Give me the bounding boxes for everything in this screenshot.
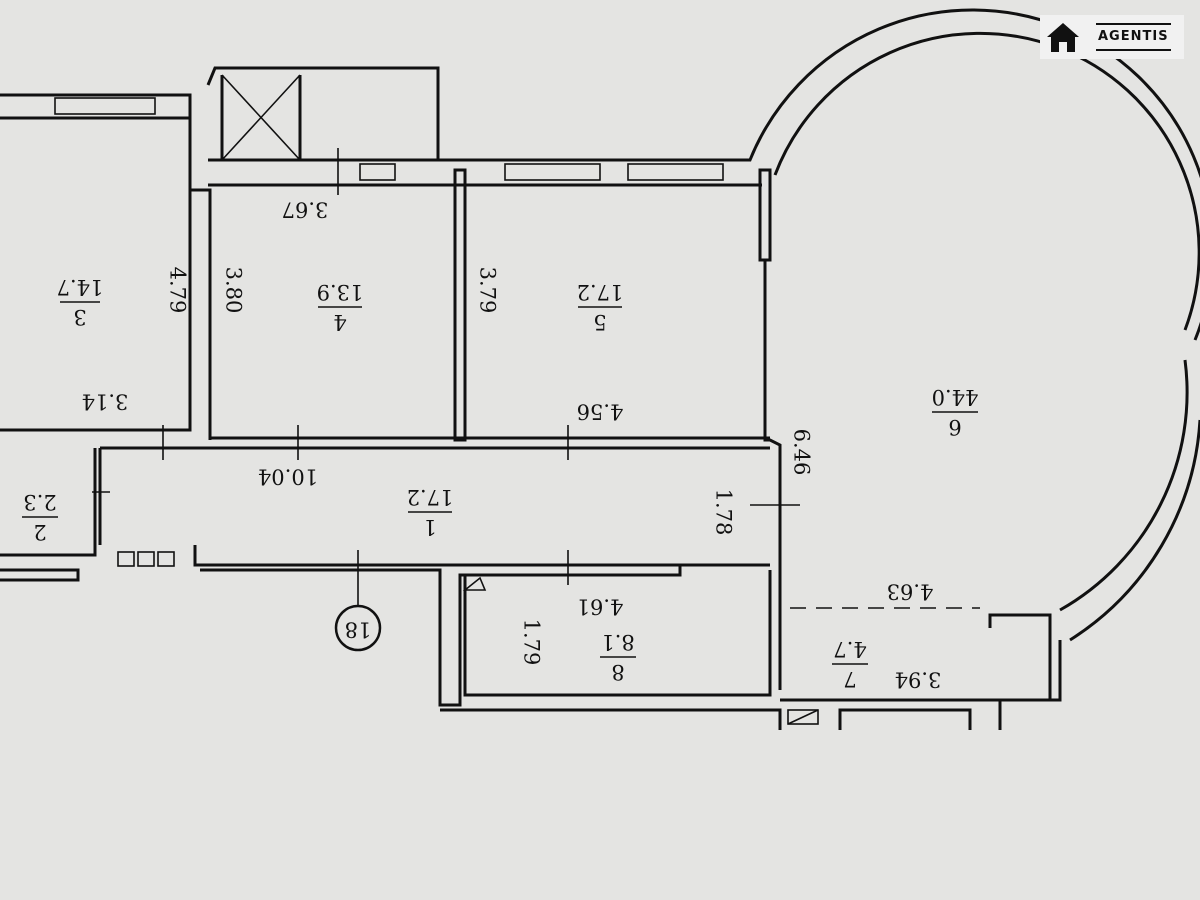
dim-label: 10.04 (258, 465, 318, 489)
room-number: 4 (333, 310, 346, 334)
dim-label: 4.63 (887, 580, 934, 604)
dim-label: 1.79 (520, 619, 544, 666)
room-area: 17.2 (407, 485, 454, 509)
room-1-label: 1 17.2 (407, 485, 454, 539)
room-area: 17.2 (577, 280, 624, 304)
room-area: 14.7 (57, 275, 104, 299)
walls (0, 8, 1200, 730)
dim-label: 3.94 (895, 668, 942, 692)
house-icon (1040, 15, 1086, 59)
room-area: 4.7 (833, 637, 866, 661)
dimension-labels: 3.67 4.79 3.80 3.79 3.14 4.56 10.04 1.78… (82, 198, 942, 692)
room-8-label: 8 8.1 (600, 630, 636, 684)
room-number: 6 (948, 415, 961, 439)
room-number: 8 (611, 660, 624, 684)
dim-label: 4.79 (166, 267, 190, 314)
dim-label: 3.67 (282, 198, 329, 222)
svg-text:18: 18 (345, 618, 372, 642)
room-area: 44.0 (932, 385, 979, 409)
dim-label: 3.79 (476, 267, 500, 314)
brand-name: AGENTIS (1096, 23, 1171, 51)
dim-label: 4.56 (577, 400, 624, 424)
room-4-label: 4 13.9 (317, 280, 364, 334)
dim-label: 1.78 (712, 489, 736, 536)
room-number: 5 (593, 310, 606, 334)
room-number: 1 (423, 515, 436, 539)
dim-label: 4.61 (577, 595, 624, 619)
axis-marker: 18 (334, 590, 382, 652)
room-area: 8.1 (601, 630, 634, 654)
room-number: 7 (843, 667, 856, 691)
room-7-label: 7 4.7 (832, 637, 868, 691)
room-3-label: 3 14.7 (57, 275, 104, 329)
room-labels: 3 14.7 4 13.9 5 17.2 6 44.0 1 17.2 2 2.3 (22, 275, 978, 691)
room-area: 2.3 (23, 490, 56, 514)
room-6-label: 6 44.0 (932, 385, 979, 439)
room-5-label: 5 17.2 (577, 280, 624, 334)
agentis-logo: AGENTIS (1040, 15, 1184, 59)
room-number: 3 (73, 305, 86, 329)
room-2-label: 2 2.3 (22, 490, 58, 544)
dim-label: 3.80 (222, 267, 246, 314)
dim-label: 3.14 (82, 390, 129, 414)
room-area: 13.9 (317, 280, 364, 304)
dim-label: 6.46 (790, 429, 814, 476)
room-number: 2 (33, 520, 46, 544)
